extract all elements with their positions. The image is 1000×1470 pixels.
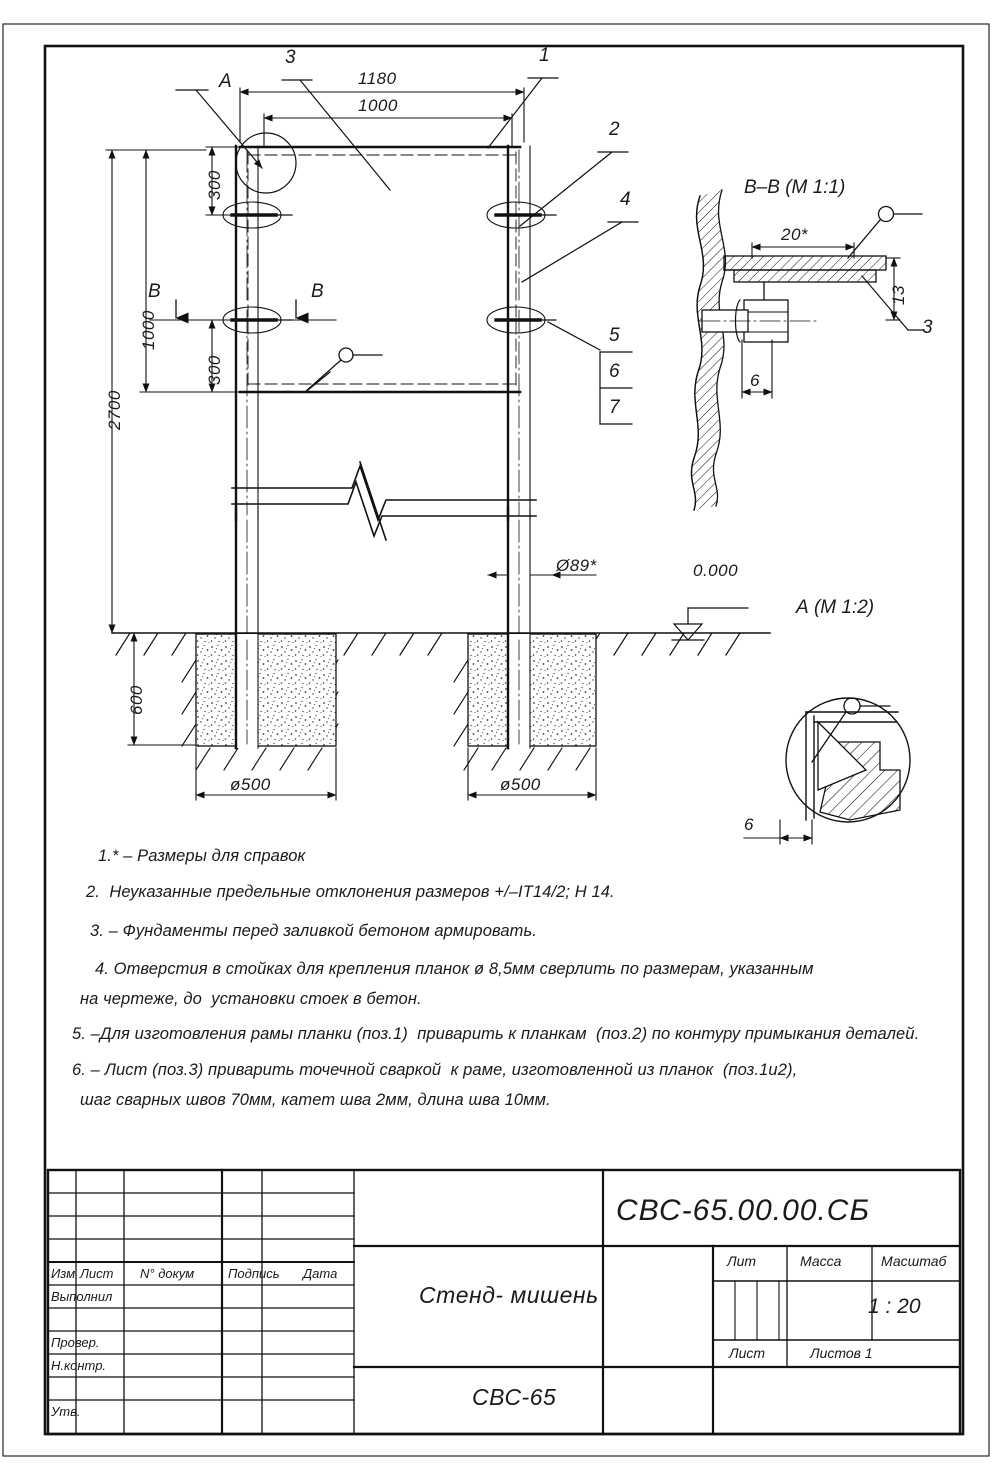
detail-a-title: А (М 1:2) bbox=[796, 597, 875, 618]
note-5: 5. –Для изготовления рамы планки (поз.1)… bbox=[72, 1025, 920, 1043]
rev-header-sign: Подпись bbox=[228, 1266, 280, 1281]
note-3: 3. – Фундаменты перед заливкой бетоном а… bbox=[90, 922, 537, 940]
note-4-line1: 4. Отверстия в стойках для крепления пла… bbox=[95, 960, 814, 978]
section-mark-b-right: В bbox=[311, 281, 324, 302]
target-panel bbox=[238, 145, 522, 394]
elevation-label-0000: 0.000 bbox=[693, 561, 739, 580]
dim-d500-right bbox=[467, 747, 597, 801]
rev-header-izm: Изм bbox=[51, 1266, 76, 1281]
dim-label-13: 13 bbox=[889, 285, 908, 305]
dim-2700 bbox=[105, 149, 141, 634]
role-nkontr: Н.контр. bbox=[51, 1358, 107, 1373]
note-6-line1: 6. – Лист (поз.3) приварить точечной сва… bbox=[72, 1061, 798, 1079]
role-utv: Утв. bbox=[51, 1404, 81, 1419]
note-2: 2. Неуказанные предельные отклонения раз… bbox=[86, 883, 615, 901]
note-4-line2: на чертеже, до установки стоек в бетон. bbox=[80, 990, 422, 1008]
dim-d500-left bbox=[195, 747, 337, 801]
note-1: 1.* – Размеры для справок bbox=[98, 847, 306, 865]
callout-bb-3: 3 bbox=[922, 317, 933, 338]
weld-symbol-detail-a bbox=[811, 697, 891, 763]
dim-label-d500-left: ø500 bbox=[230, 775, 271, 794]
break-zigzag-stroke bbox=[358, 460, 388, 542]
dim-label-6-bb: 6 bbox=[750, 371, 760, 390]
dim-label-1000-height: 1000 bbox=[139, 310, 158, 350]
detail-mark-a-label: А bbox=[219, 71, 232, 92]
title-block-grid bbox=[46, 1168, 962, 1436]
dim-300-top bbox=[205, 146, 241, 216]
sheet-outer-border bbox=[2, 23, 990, 1457]
sheets-total: Листов 1 bbox=[810, 1345, 873, 1361]
drawing-designation: СВС-65.00.00.СБ bbox=[616, 1194, 870, 1227]
callout-leaders bbox=[281, 77, 639, 425]
mass-header: Масса bbox=[800, 1253, 842, 1269]
callout-4: 4 bbox=[620, 189, 631, 210]
sheet-header: Лист bbox=[729, 1345, 766, 1361]
break-line bbox=[231, 463, 537, 539]
callout-1: 1 bbox=[539, 45, 550, 66]
detail-a-circle bbox=[175, 89, 297, 194]
weld-symbol-main bbox=[305, 347, 383, 392]
foundation-left bbox=[195, 633, 337, 747]
callout-5: 5 bbox=[609, 325, 620, 346]
dim-1000-height bbox=[139, 149, 207, 393]
dim-label-20: 20* bbox=[781, 225, 809, 244]
dim-1180 bbox=[239, 87, 525, 143]
drawing-title: Стенд- мишень bbox=[419, 1282, 599, 1308]
fastener-bottom-right bbox=[486, 306, 557, 334]
dim-label-300-top: 300 bbox=[205, 170, 224, 200]
scale-value: 1 : 20 bbox=[868, 1295, 921, 1318]
rev-header-date: Дата bbox=[303, 1266, 338, 1281]
callout-7: 7 bbox=[609, 397, 620, 418]
dim-label-6-detail-a: 6 bbox=[744, 815, 754, 834]
dim-label-1180: 1180 bbox=[358, 69, 397, 88]
section-mark-b-left: В bbox=[148, 281, 161, 302]
dim-label-600: 600 bbox=[127, 685, 146, 715]
dim-600 bbox=[127, 632, 197, 746]
dim-label-1000-width: 1000 bbox=[358, 96, 398, 115]
dim-label-d500-right: ø500 bbox=[500, 775, 541, 794]
section-bb-title: В–В (М 1:1) bbox=[744, 177, 846, 198]
rev-header-docnum: N° докум bbox=[140, 1266, 195, 1281]
callout-6: 6 bbox=[609, 361, 620, 382]
callout-3: 3 bbox=[285, 47, 296, 68]
dim-label-d89: Ø89* bbox=[556, 556, 597, 575]
product-code: СВС-65 bbox=[472, 1384, 557, 1410]
dim-label-2700: 2700 bbox=[105, 390, 124, 430]
role-prover: Провер. bbox=[51, 1335, 100, 1350]
role-vypolnil: Выполнил bbox=[51, 1289, 113, 1304]
note-6-line2: шаг сварных швов 70мм, катет шва 2мм, дл… bbox=[80, 1091, 551, 1109]
section-mark-bb bbox=[149, 299, 337, 324]
rev-header-list: Лист bbox=[80, 1266, 114, 1281]
callout-2: 2 bbox=[609, 119, 620, 140]
foundation-right bbox=[467, 633, 597, 747]
dim-1000-width bbox=[263, 113, 513, 147]
posts-in-concrete bbox=[234, 632, 531, 750]
elevation-marker-0000 bbox=[671, 607, 749, 641]
dim-label-300-bottom: 300 bbox=[205, 355, 224, 385]
section-bb-geometry bbox=[690, 189, 925, 511]
detail-a-geometry bbox=[743, 697, 911, 845]
fastener-top-right bbox=[486, 201, 557, 229]
lit-header: Лит bbox=[727, 1253, 757, 1269]
scale-header: Масштаб bbox=[881, 1253, 947, 1269]
weld-symbol-bb bbox=[847, 205, 923, 259]
